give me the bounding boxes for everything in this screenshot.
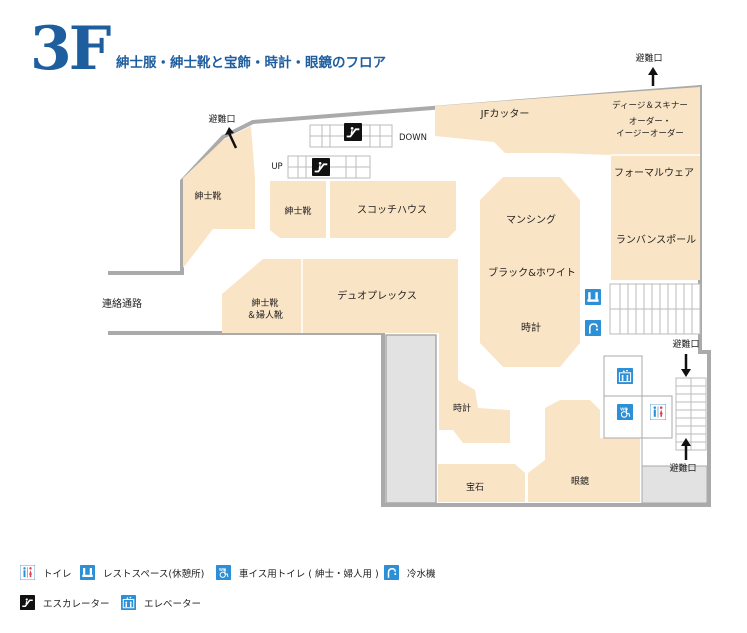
service-areas: [385, 334, 708, 504]
shop-right-upper: [556, 87, 700, 200]
escalator-down-label: DOWN: [399, 133, 427, 143]
legend-label-accessible-toilet: 車イス用トイレ ( 紳士・婦人用 ): [239, 568, 379, 580]
shop-mens-shoes-center: [270, 181, 326, 238]
shop-label-scotch-house: スコッチハウス: [357, 205, 427, 216]
elevator-icon: [617, 368, 633, 384]
shop-label-mens-shoes-left: 紳士靴: [194, 192, 222, 202]
legend-label-rest-space: レストスペース(休憩所): [103, 568, 205, 580]
toilet-icon: [20, 565, 35, 580]
escalators: [287, 124, 393, 179]
shop-label-jewelry: 宝石: [465, 483, 485, 493]
shop-mens-shoes-left: [183, 126, 255, 268]
shop-label-lanvin-sport: ランバンスポール: [615, 235, 697, 246]
rest-space-icon: [585, 289, 601, 305]
shop-eyewear: [528, 400, 640, 502]
shop-label-jf-cutter: JFカッター: [480, 109, 530, 120]
exit-label-right-mid: 避難口: [672, 340, 700, 350]
legend: トイレ レストスペース(休憩所) 車イス用トイレ ( 紳士・婦人用 ) 冷水機 …: [20, 565, 740, 615]
legend-label-escalator: エスカレーター: [43, 598, 110, 610]
floor-number: 3F: [30, 14, 111, 84]
accessible-toilet-icon: [617, 404, 633, 420]
legend-label-water-fountain: 冷水機: [407, 568, 436, 580]
shop-label-watches-lower: 時計: [452, 404, 472, 414]
floor-title: 紳士服・紳士靴と宝飾・時計・眼鏡のフロア: [116, 55, 386, 71]
toilet-icon: [650, 404, 666, 420]
shop-label-mens-shoes-center: 紳士靴: [284, 207, 312, 217]
escalator-up-label: UP: [271, 162, 283, 172]
shop-label-formal-wear: フォーマルウェア: [614, 168, 694, 179]
elevator-icon: [121, 595, 136, 610]
shop-label-dj-skinner: ディージ＆スキナー: [612, 101, 688, 111]
escalator-icon: [20, 595, 35, 610]
water-fountain-icon: [384, 565, 399, 580]
legend-item-accessible-toilet: 車イス用トイレ ( 紳士・婦人用 ): [216, 565, 379, 580]
legend-item-water-fountain: 冷水機: [384, 565, 436, 580]
escalator-icon: [344, 123, 362, 141]
water-fountain-icon: [585, 320, 601, 336]
shop-label-munsingwear: マンシング: [506, 215, 556, 226]
shop-jf-cutter: [435, 97, 556, 153]
shop-areas: [183, 87, 700, 502]
legend-item-toilet: トイレ: [20, 565, 72, 580]
shop-label-mens-womens-shoes: 紳士靴 ＆婦人靴: [246, 299, 284, 321]
exit-label-right-bottom: 避難口: [669, 464, 697, 474]
shop-duo-plex: [222, 259, 458, 333]
shop-scotch-house: [330, 181, 456, 238]
shop-watches-lower: [439, 333, 510, 443]
stairs: [609, 283, 707, 451]
shop-jewelry: [438, 464, 525, 502]
escalator-icon: [312, 158, 330, 176]
shop-label-order: オーダー・ イージーオーダー: [616, 117, 684, 139]
legend-item-rest-space: レストスペース(休憩所): [80, 565, 204, 580]
shop-label-black-white: ブラック&ホワイト: [488, 268, 576, 279]
shop-label-eyewear: 眼鏡: [570, 477, 590, 487]
legend-item-escalator: エスカレーター: [20, 595, 110, 610]
shop-label-watches-center: 時計: [521, 323, 541, 334]
legend-label-toilet: トイレ: [43, 568, 72, 580]
exit-label-top-right: 避難口: [635, 54, 663, 64]
legend-item-elevator: エレベーター: [121, 595, 201, 610]
accessible-toilet-icon: [216, 565, 231, 580]
shop-label-duo-plex: デュオプレックス: [337, 291, 417, 302]
legend-label-elevator: エレベーター: [144, 598, 202, 610]
shop-lanvin-sport: [611, 200, 700, 280]
exit-arrows: [225, 67, 691, 460]
shop-center-island: [480, 177, 580, 367]
connecting-passage-label: 連絡通路: [102, 299, 142, 310]
rest-space-icon: [80, 565, 95, 580]
exit-label-top-left: 避難口: [208, 115, 236, 125]
